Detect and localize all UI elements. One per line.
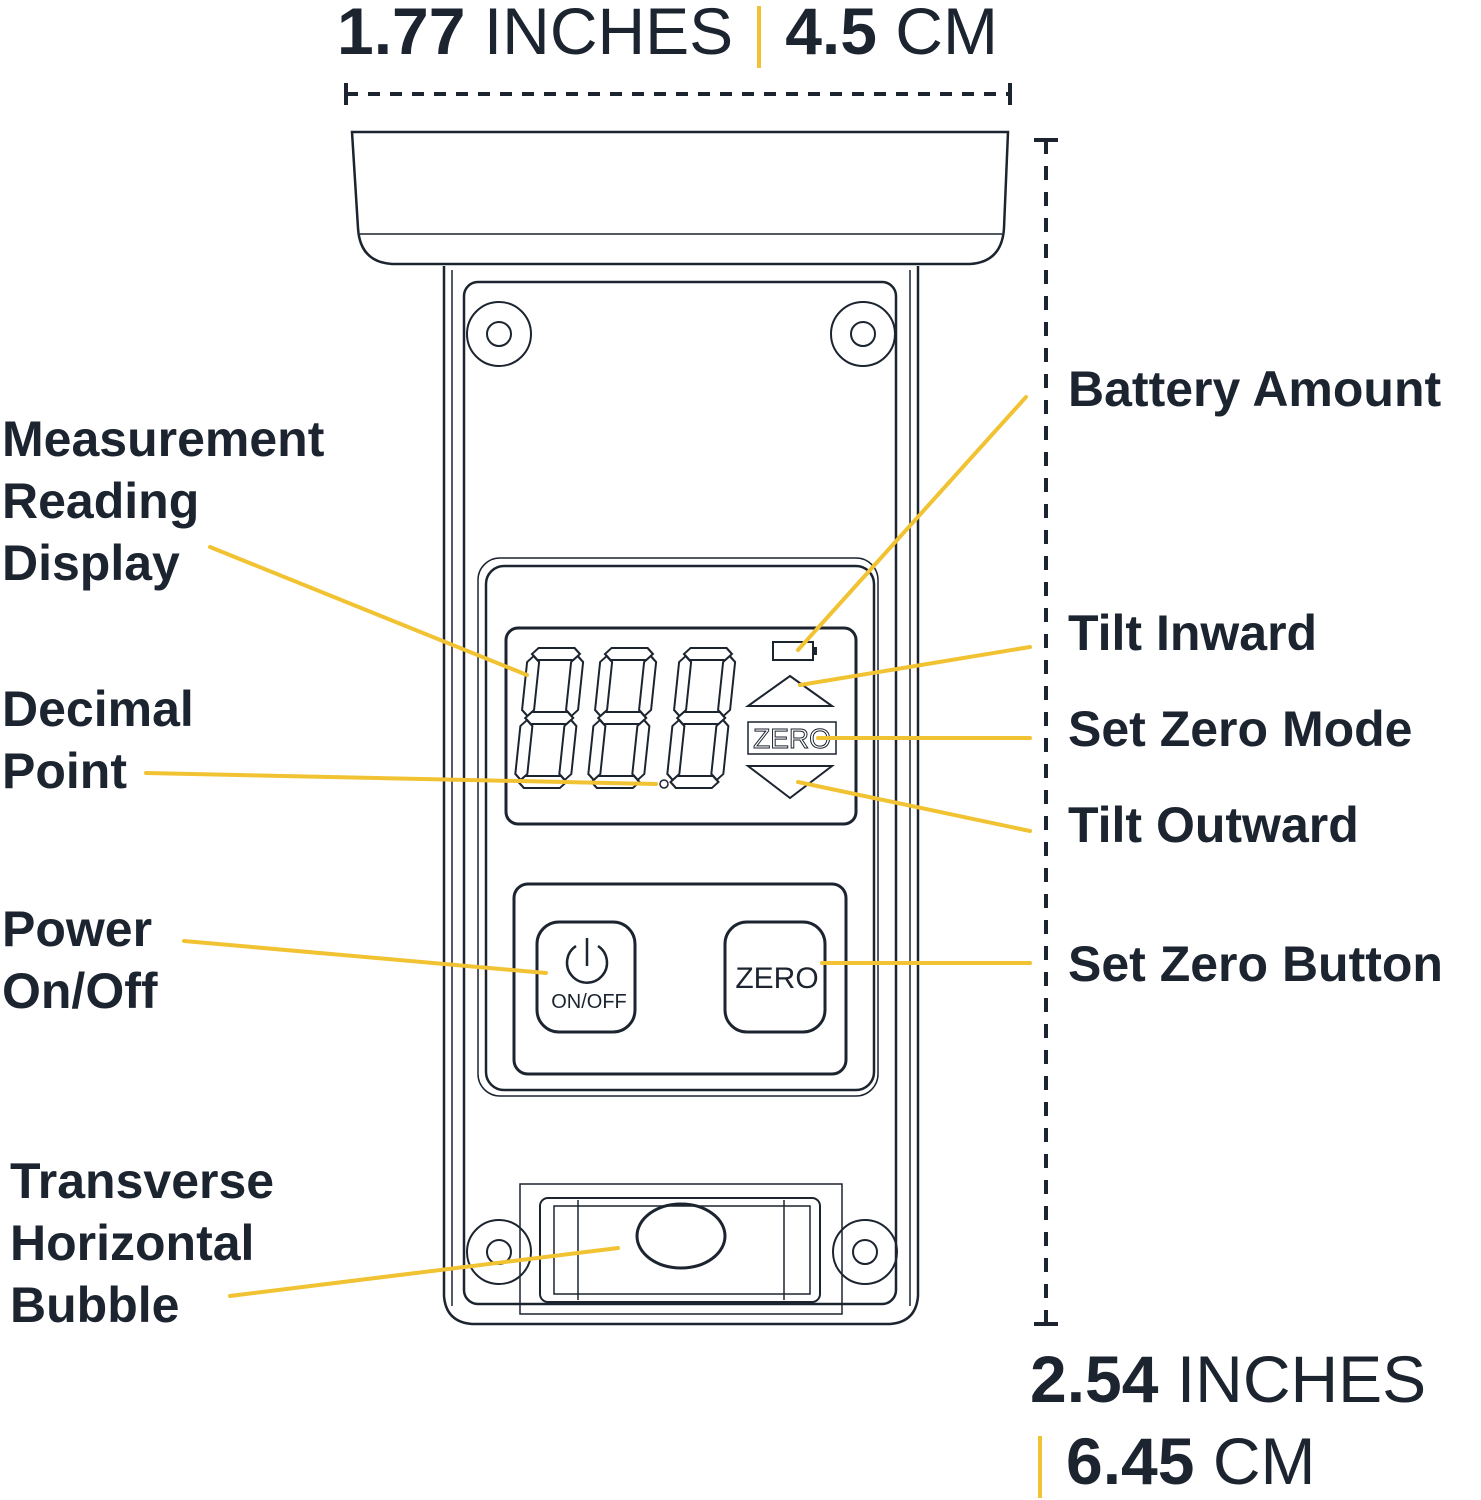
device-body <box>350 130 1010 1326</box>
label-battery-amount: Battery Amount <box>1068 361 1442 417</box>
width-cm-unit: CM <box>895 0 998 68</box>
screw-icons <box>466 301 898 1285</box>
height-cm-value: 6.45 <box>1066 1424 1195 1498</box>
label-line: Horizontal <box>10 1215 255 1271</box>
label-line: Measurement <box>2 411 325 467</box>
battery-icon <box>772 641 814 661</box>
zero-button[interactable]: ZERO <box>723 920 827 1034</box>
leader-measurement-display <box>208 545 529 677</box>
bubble-icon <box>635 1202 727 1270</box>
bubble-level <box>519 1183 843 1315</box>
height-cm-unit: CM <box>1212 1424 1316 1498</box>
width-cm-value: 4.5 <box>785 0 877 68</box>
leader-battery <box>796 395 1028 652</box>
lcd-display: ZERO <box>504 626 858 826</box>
digit-2 <box>585 646 659 790</box>
device-housing <box>442 266 920 1326</box>
label-line: Point <box>2 743 127 799</box>
leader-lines <box>144 395 1032 1298</box>
label-line: On/Off <box>2 963 158 1019</box>
label-set-zero-mode: Set Zero Mode <box>1068 701 1413 757</box>
width-separator <box>757 5 762 68</box>
label-decimal-point: Decimal Point <box>2 678 194 802</box>
power-button[interactable]: ON/OFF <box>535 920 637 1034</box>
height-dimension-line <box>1034 138 1058 1326</box>
face-plate <box>462 280 898 1306</box>
width-inches-unit: INCHES <box>483 0 734 68</box>
label-measurement-reading-display: Measurement Reading Display <box>2 408 324 594</box>
digit-3 <box>664 646 738 790</box>
tilt-inward-arrow-icon <box>744 674 836 707</box>
button-panel <box>512 882 848 1076</box>
leader-decimal-point <box>144 771 658 786</box>
label-line: Display <box>2 535 180 591</box>
power-icon <box>565 938 609 984</box>
label-line: Reading <box>2 473 200 529</box>
leader-power <box>182 939 548 975</box>
height-separator <box>1038 1435 1042 1498</box>
digit-1 <box>512 646 586 790</box>
label-power-on-off: Power On/Off <box>2 898 158 1022</box>
label-tilt-inward: Tilt Inward <box>1068 605 1318 661</box>
width-inches-value: 1.77 <box>337 0 466 68</box>
label-line: Transverse <box>10 1153 275 1209</box>
leader-tilt-inward <box>798 645 1032 687</box>
label-line: Bubble <box>10 1277 180 1333</box>
control-panel <box>477 557 879 1097</box>
leader-bubble <box>228 1246 620 1298</box>
width-dimension-text: 1.77 INCHES 4.5 CM <box>337 0 998 68</box>
label-tilt-outward: Tilt Outward <box>1068 797 1359 853</box>
label-transverse-horizontal-bubble: Transverse Horizontal Bubble <box>10 1150 274 1336</box>
height-dimension-cm: 6.45 CM <box>1016 1426 1315 1498</box>
label-line: Power <box>2 901 153 957</box>
height-inches-value: 2.54 <box>1030 1342 1159 1416</box>
zero-button-label: ZERO <box>735 962 818 995</box>
label-line: Decimal <box>2 681 194 737</box>
height-inches-unit: INCHES <box>1176 1342 1427 1416</box>
power-button-label: ON/OFF <box>551 991 627 1013</box>
tilt-outward-arrow-icon <box>745 765 835 800</box>
decimal-point <box>659 779 669 789</box>
device-top-cap <box>350 130 1010 266</box>
height-dimension-inches: 2.54 INCHES <box>1030 1344 1426 1414</box>
label-set-zero-button: Set Zero Button <box>1068 936 1443 992</box>
width-dimension-line <box>344 83 1012 105</box>
leader-tilt-outward <box>796 780 1032 833</box>
